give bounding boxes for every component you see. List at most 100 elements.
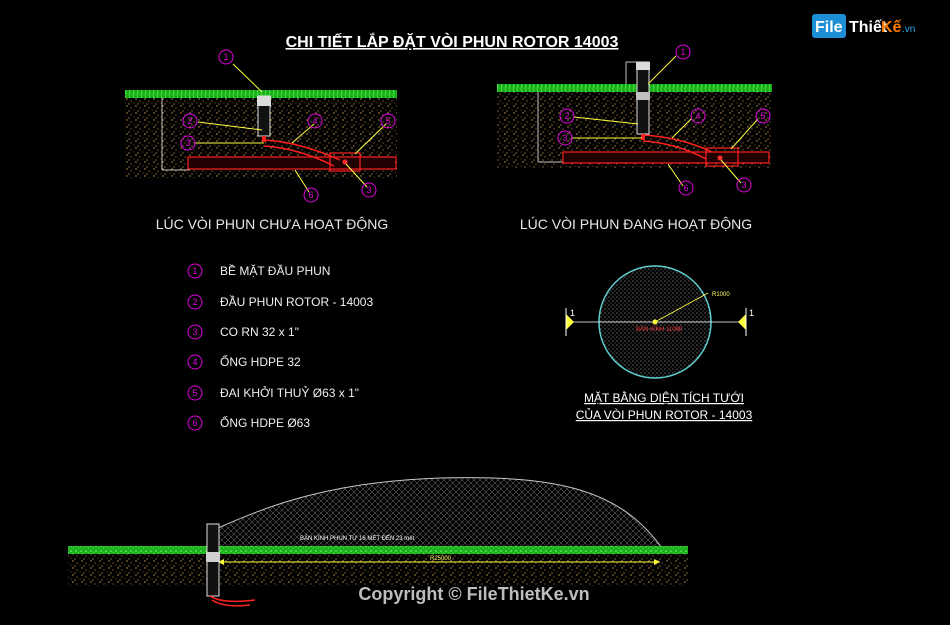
legend-label: ĐẦU PHUN ROTOR - 14003	[220, 294, 373, 309]
radius-label: R1000	[712, 292, 730, 298]
saddle-point	[342, 159, 348, 165]
svg-text:6: 6	[308, 190, 313, 200]
caption-inactive: LÚC VÒI PHUN CHƯA HOẠT ĐỘNG	[156, 216, 389, 232]
profile-feed-pipe	[209, 595, 256, 603]
coverage-plan: R1000 BÁN KÍNH 11000 1 1	[565, 265, 754, 379]
callout-4: 4	[690, 108, 706, 124]
logo-thiet-text: Thiết	[849, 19, 888, 36]
center-label: BÁN KÍNH 11000	[636, 326, 683, 333]
callout-5: 5	[755, 108, 771, 124]
profile-soil	[68, 554, 688, 586]
svg-text:2: 2	[187, 116, 192, 126]
sprinkler-center	[652, 319, 658, 325]
logo-ke-text: Kế	[881, 19, 902, 36]
leader-4	[291, 123, 315, 144]
svg-text:5: 5	[760, 111, 765, 121]
leader-1	[232, 63, 263, 93]
callout-2: 2	[559, 108, 575, 124]
profile-feed-pipe-2	[211, 599, 251, 607]
legend: 1 BỀ MẶT ĐẦU PHUN 2 ĐẦU PHUN ROTOR - 140…	[187, 263, 373, 431]
section-label-left: 1	[570, 308, 575, 318]
grass-strip	[125, 90, 397, 98]
legend-number: 1	[192, 266, 197, 276]
svg-text:1: 1	[223, 52, 228, 62]
saddle-clamp	[705, 147, 739, 167]
legend-marker	[187, 354, 203, 370]
radius-leader	[654, 292, 709, 323]
svg-text:5: 5	[385, 116, 390, 126]
saddle-point	[717, 155, 723, 161]
callout-6: 6	[303, 187, 319, 203]
plan-caption-line1: MẶT BẰNG DIỆN TÍCH TƯỚI	[584, 390, 744, 405]
callout-3: 3	[557, 130, 573, 146]
svg-text:4: 4	[312, 116, 317, 126]
legend-item: 1 BỀ MẶT ĐẦU PHUN	[187, 263, 330, 279]
profile-sprinkler-collar	[206, 552, 220, 562]
legend-item: 5 ĐAI KHỞI THUỶ Ø63 x 1"	[187, 385, 359, 401]
legend-item: 3 CO RN 32 x 1"	[187, 324, 299, 340]
spray-profile: R25000 BÁN KÍNH PHUN TỪ 16 MÉT ĐẾN 23 mé…	[68, 477, 688, 607]
logo-vn-text: .vn	[902, 24, 915, 35]
svg-text:3: 3	[741, 180, 746, 190]
callout-1: 1	[218, 49, 234, 65]
copyright-watermark: Copyright © FileThietKe.vn	[358, 584, 589, 604]
logo-badge	[812, 14, 846, 38]
filethietke-logo: File Thiết Kế .vn	[812, 14, 915, 38]
leader-4	[671, 117, 693, 139]
logo-file-text: File	[815, 19, 843, 36]
svg-text:6: 6	[683, 183, 688, 193]
legend-number: 4	[192, 357, 197, 367]
section-mark-right	[738, 314, 746, 330]
legend-label: BỀ MẶT ĐẦU PHUN	[220, 263, 330, 278]
svg-text:3: 3	[185, 138, 190, 148]
caption-active: LÚC VÒI PHUN ĐANG HOẠT ĐỘNG	[520, 216, 752, 232]
leader-3b	[720, 159, 742, 184]
callout-3b: 3	[736, 177, 752, 193]
leader-6	[294, 169, 310, 193]
sprinkler-cap	[257, 96, 271, 106]
legend-label: CO RN 32 x 1"	[220, 325, 299, 339]
legend-number: 6	[192, 418, 197, 428]
main-pipe	[562, 151, 770, 164]
legend-label: ĐAI KHỞI THUỶ Ø63 x 1"	[220, 385, 359, 400]
svg-text:3: 3	[366, 185, 371, 195]
legend-marker	[187, 415, 203, 431]
legend-marker	[187, 294, 203, 310]
leader-3b	[345, 163, 368, 188]
detail-inactive: 1 2 3 4 5 3 6	[125, 49, 397, 203]
callout-3b: 3	[361, 182, 377, 198]
callout-1: 1	[675, 44, 691, 60]
legend-item: 4 ỐNG HDPE 32	[187, 354, 301, 370]
grass-strip	[497, 84, 772, 92]
spray-radius-label: BÁN KÍNH PHUN TỪ 16 MÉT ĐẾN 23 mét	[300, 535, 415, 542]
legend-item: 2 ĐẦU PHUN ROTOR - 14003	[187, 294, 373, 310]
drawing-title: CHI TIẾT LẮP ĐẶT VÒI PHUN ROTOR 14003	[286, 32, 619, 51]
leader-6	[667, 163, 684, 187]
callout-6: 6	[678, 180, 694, 196]
sprinkler-collar	[636, 92, 650, 100]
svg-text:3: 3	[562, 133, 567, 143]
saddle-clamp	[329, 152, 361, 172]
legend-marker	[187, 324, 203, 340]
leader-1	[647, 55, 677, 85]
callout-3: 3	[180, 135, 196, 151]
legend-number: 5	[192, 388, 197, 398]
callout-4: 4	[307, 113, 323, 129]
legend-number: 2	[192, 297, 197, 307]
legend-label: ỐNG HDPE 32	[220, 354, 301, 369]
riser-pipe-bottom	[263, 145, 335, 167]
riser-pipe-top	[263, 139, 341, 161]
leader-5	[730, 118, 759, 150]
legend-marker	[187, 263, 203, 279]
leader-5	[354, 123, 387, 155]
legend-item: 6 ỐNG HDPE Ø63	[187, 415, 310, 431]
range-dimension-label: R25000	[430, 556, 452, 562]
leader-2	[197, 121, 263, 131]
plan-caption-line2: CỦA VÒI PHUN ROTOR - 14003	[576, 407, 753, 422]
section-label-right: 1	[749, 308, 754, 318]
detail-active: 1 2 3 4 5 3 6	[497, 44, 772, 196]
legend-number: 3	[192, 327, 197, 337]
callout-2: 2	[182, 113, 198, 129]
profile-grass	[68, 546, 688, 554]
